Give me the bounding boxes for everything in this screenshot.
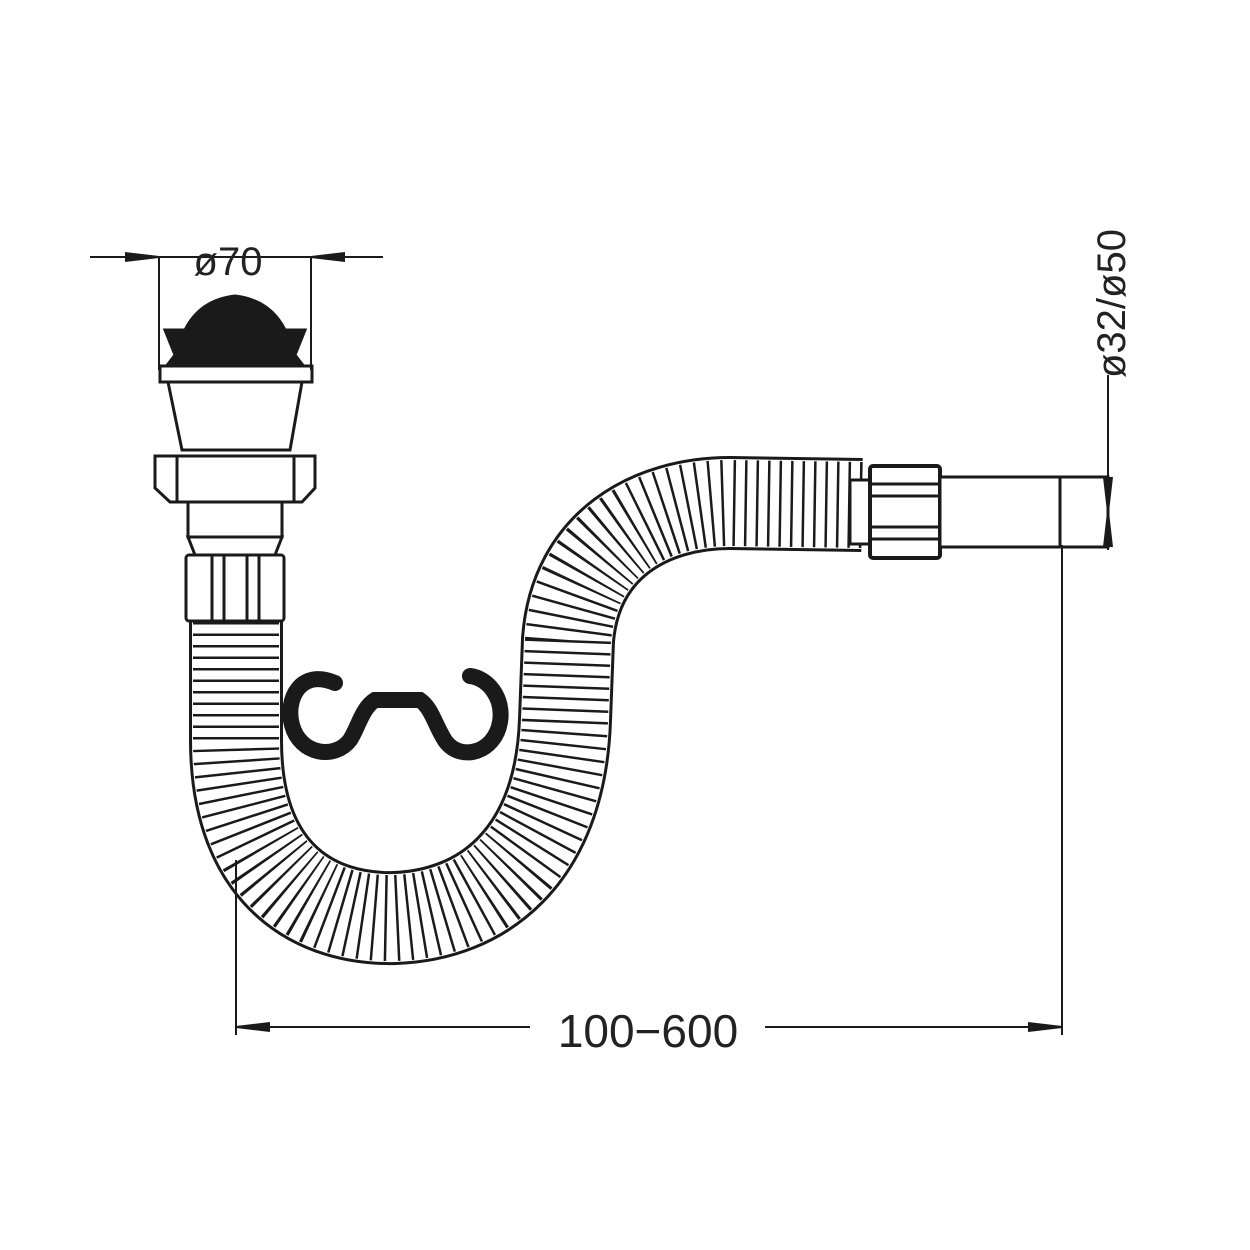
outlet-fitting xyxy=(848,464,1110,560)
corrugated-hose xyxy=(189,455,863,966)
length-range-label: 100−600 xyxy=(558,1005,738,1057)
dimension-length xyxy=(235,545,1063,1035)
outlet-diameter-label: ø32/ø50 xyxy=(1090,229,1134,378)
top-diameter-label: ø70 xyxy=(194,240,263,284)
dimension-top-diameter xyxy=(90,252,383,370)
drain-strainer xyxy=(153,294,317,623)
dimension-outlet-diameter xyxy=(1103,375,1113,550)
hose-clip xyxy=(282,668,509,761)
